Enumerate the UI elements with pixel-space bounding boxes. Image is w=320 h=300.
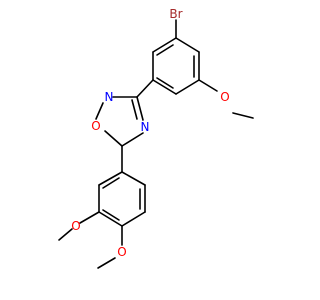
bond <box>131 99 138 120</box>
bond <box>156 77 174 89</box>
bond <box>136 79 154 98</box>
bond <box>102 177 120 189</box>
bond <box>79 211 100 224</box>
bond <box>175 37 200 53</box>
bond <box>232 112 254 119</box>
atom-oxygen-ring: O <box>91 119 100 133</box>
bond <box>198 79 218 92</box>
atom-oxygen-methoxy-bottom: O <box>117 245 126 259</box>
bond-lines <box>58 19 254 269</box>
atom-bromine: Br <box>169 7 182 21</box>
bond <box>152 37 177 53</box>
bond <box>156 44 174 56</box>
atom-oxygen-methoxy-left: O <box>71 219 80 233</box>
atom-nitrogen-lower: N <box>141 120 150 134</box>
atom-labels: Br O N O N O O <box>71 7 229 259</box>
bond <box>121 171 146 186</box>
bond <box>95 102 104 120</box>
bond <box>98 171 123 186</box>
bond <box>175 79 200 95</box>
atom-nitrogen-upper: N <box>105 90 114 104</box>
atom-oxygen-methoxy-upper: O <box>220 90 229 104</box>
bond <box>136 96 144 121</box>
bond <box>104 130 123 147</box>
bond <box>102 209 120 221</box>
bond <box>58 228 73 241</box>
bond <box>98 211 123 227</box>
molecule-structure: Br O N O N O O <box>58 7 254 269</box>
bond <box>121 211 146 227</box>
bond <box>152 79 177 95</box>
bond <box>121 132 144 147</box>
bond <box>97 257 116 269</box>
